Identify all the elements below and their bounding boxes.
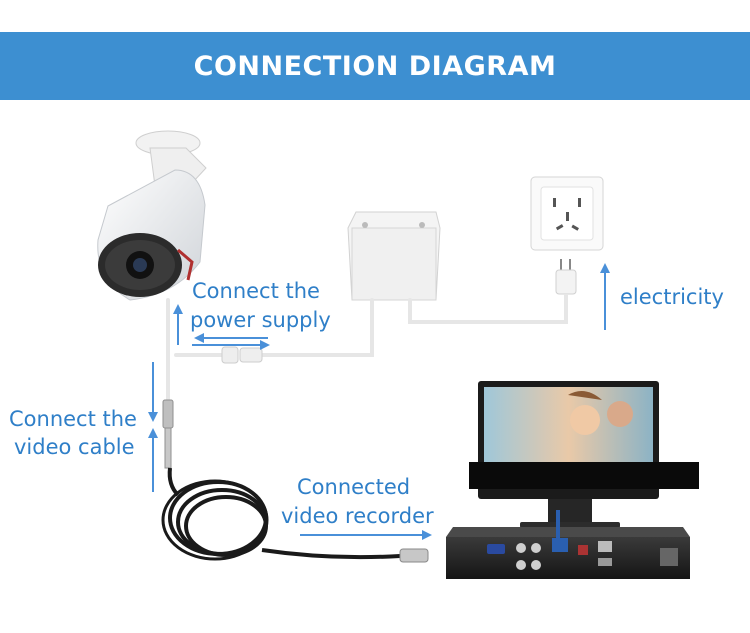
coiled-cable (161, 467, 401, 561)
monitor-black-bar (469, 462, 699, 489)
power-supply-label-line1: Connect the (192, 279, 320, 303)
video-recorder (446, 510, 690, 579)
video-cable-label-line1: Connect the (9, 407, 137, 431)
bnc-connector (399, 548, 429, 563)
power-supply-label-line2: power supply (190, 308, 331, 332)
monitor (469, 381, 699, 528)
power-plug (555, 259, 577, 310)
title-banner: CONNECTION DIAGRAM (0, 32, 750, 100)
electricity-label: electricity (620, 285, 724, 309)
camera-pigtail (162, 300, 174, 469)
vga-port (487, 544, 505, 554)
recorder-label-line1: Connected (297, 475, 411, 499)
power-adapter (347, 211, 441, 301)
video-cable-label-line2: video cable (14, 435, 135, 459)
recorder-label-line2: video recorder (281, 504, 434, 528)
wall-socket (530, 176, 604, 251)
page-title: CONNECTION DIAGRAM (193, 50, 557, 82)
dc-connector (221, 346, 263, 364)
arrows (148, 263, 610, 540)
bullet-camera (97, 130, 207, 301)
camera-body (97, 169, 206, 301)
